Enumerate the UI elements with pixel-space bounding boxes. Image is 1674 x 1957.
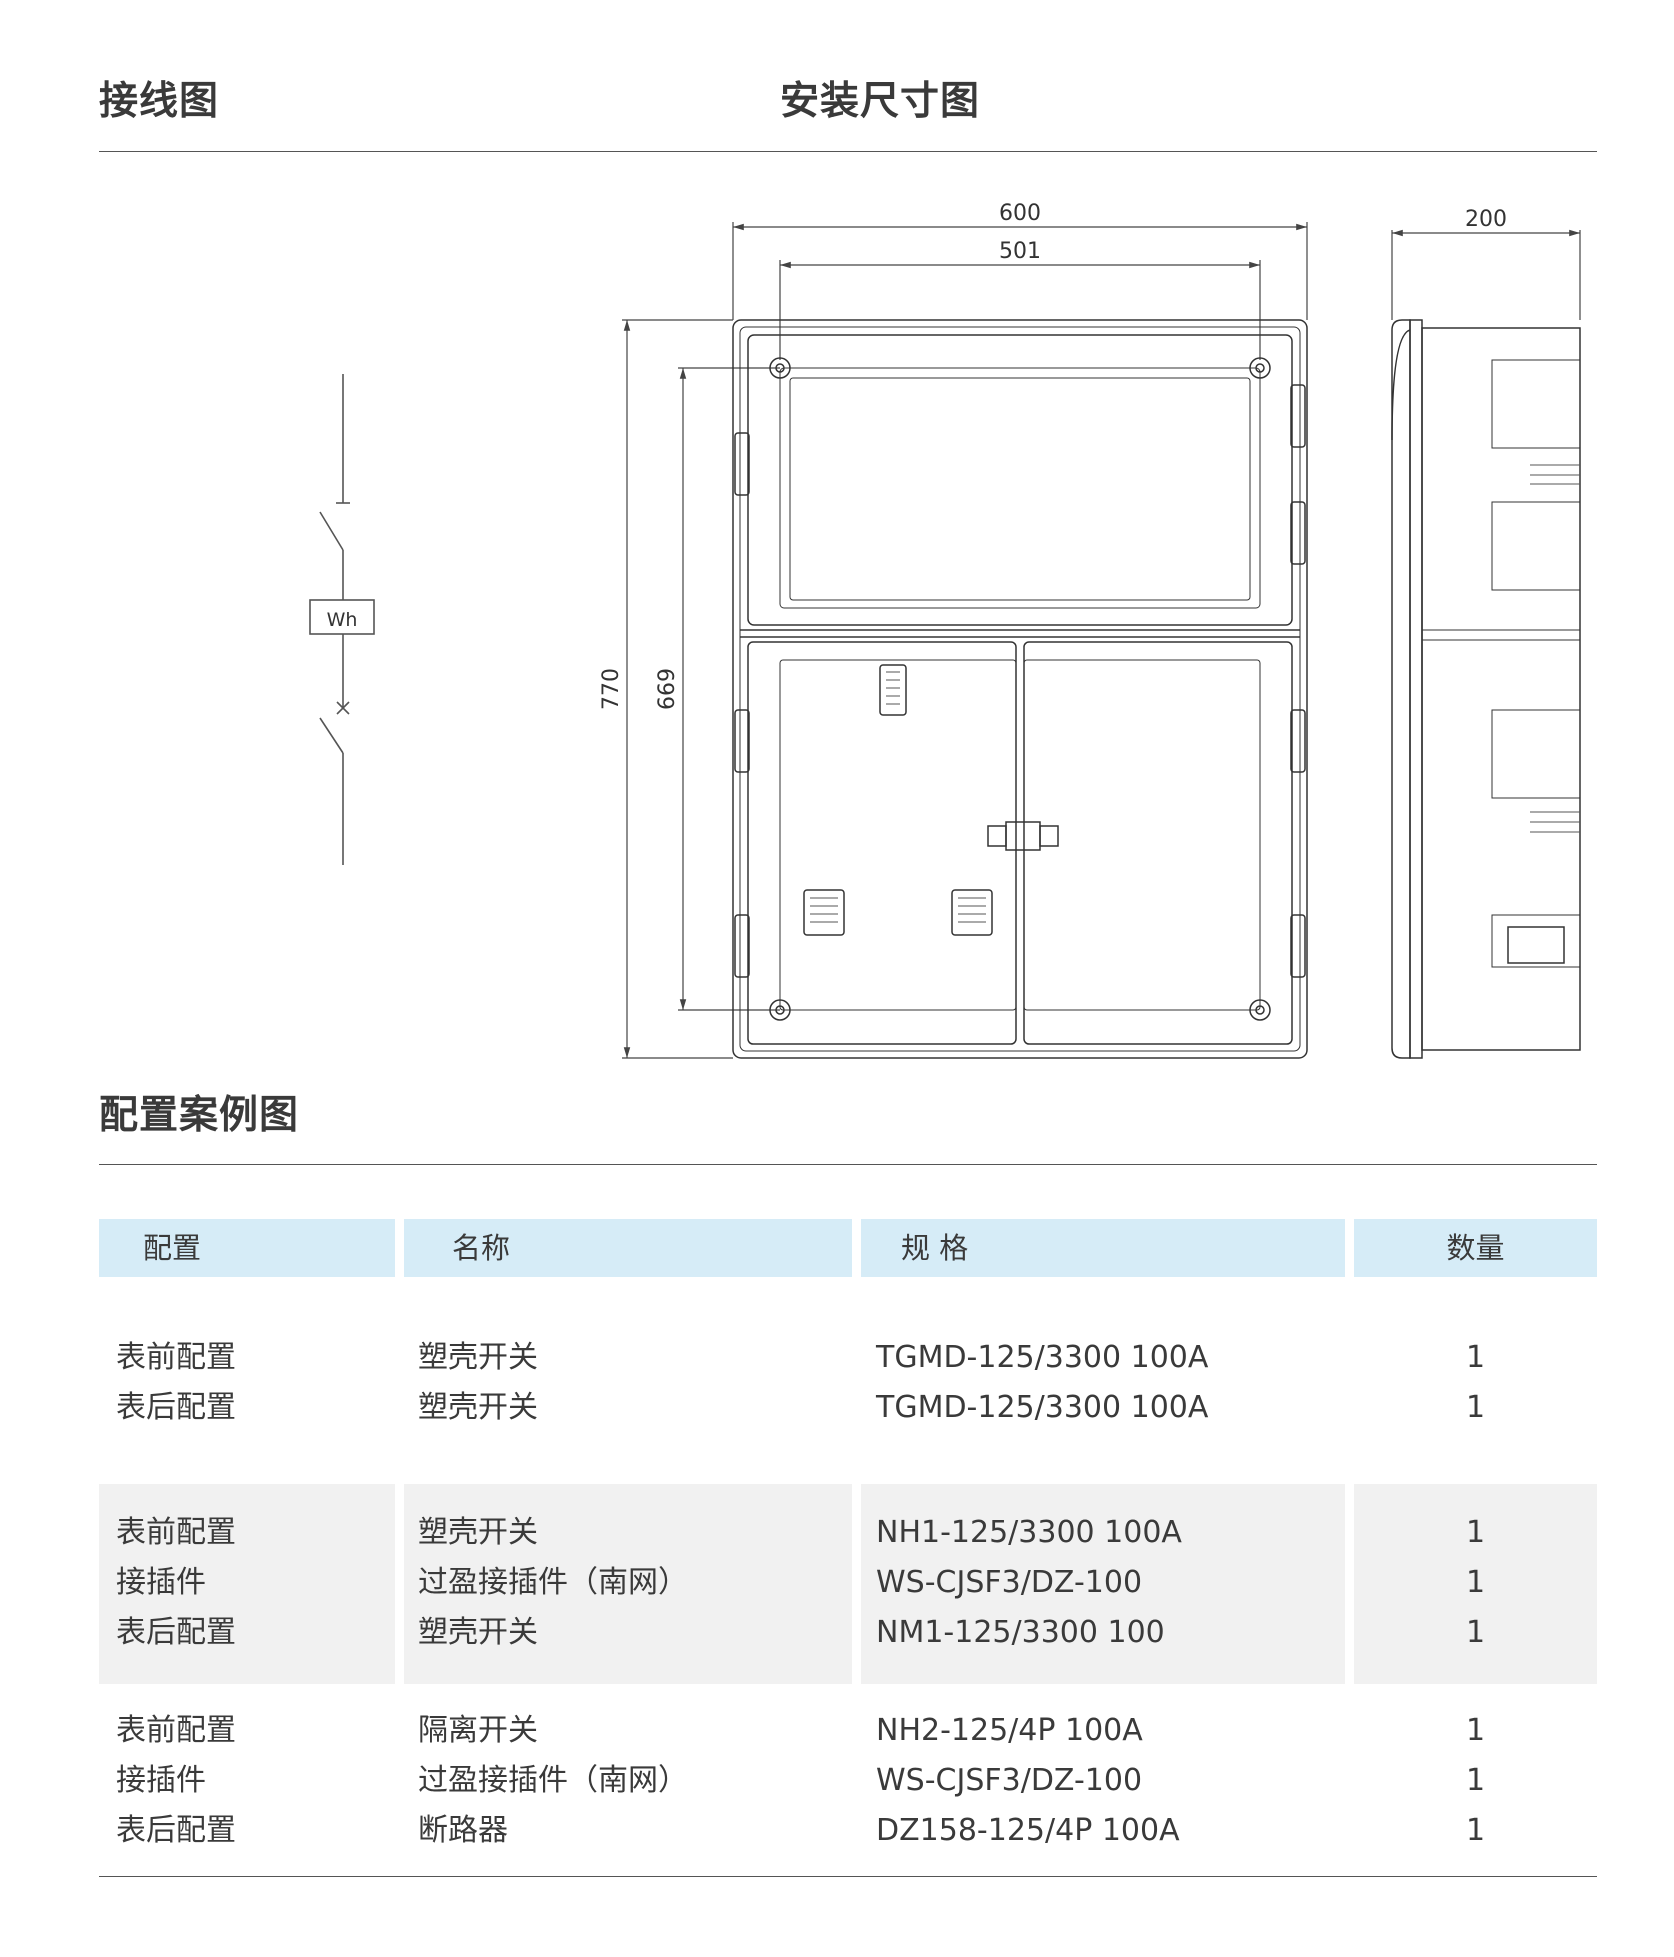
- table-header-qty: 数量: [1354, 1219, 1597, 1277]
- table-cell: 过盈接插件（南网）: [418, 1763, 688, 1798]
- table-cell: 塑壳开关: [418, 1515, 538, 1550]
- table-cell: 接插件: [116, 1763, 206, 1798]
- table-bottom-rule: [99, 1876, 1597, 1877]
- table-header-name: 名称: [404, 1219, 852, 1277]
- table-cell: 1: [1465, 1565, 1486, 1600]
- side-view: [1391, 319, 1581, 1059]
- section-title-install: 安装尺寸图: [780, 79, 981, 124]
- upper-window: [747, 334, 1293, 626]
- group-2-band-spec: [861, 1484, 1345, 1684]
- table-group-2-spec: NH1-125/3300 100A WS-CJSF3/DZ-100 NM1-12…: [876, 1508, 1182, 1658]
- table-group-1-qty: 1 1: [1354, 1333, 1597, 1433]
- table-group-3-spec: NH2-125/4P 100A WS-CJSF3/DZ-100 DZ158-12…: [876, 1706, 1180, 1856]
- table-header-config: 配置: [99, 1219, 395, 1277]
- dim-label-501: 501: [999, 239, 1041, 264]
- switch-blade-top: [319, 511, 344, 551]
- dim-label-200: 200: [1465, 207, 1507, 232]
- meter-box: [309, 599, 375, 635]
- dim-label-669: 669: [655, 668, 680, 710]
- table-cell: 表后配置: [116, 1615, 236, 1650]
- table-cell: 断路器: [418, 1813, 508, 1848]
- table-cell: 塑壳开关: [418, 1615, 538, 1650]
- table-cell: 塑壳开关: [418, 1340, 538, 1375]
- divider-config: [99, 1164, 1597, 1165]
- section-title-config: 配置案例图: [99, 1093, 300, 1138]
- table-group-1-spec: TGMD-125/3300 100A TGMD-125/3300 100A: [876, 1333, 1208, 1433]
- table-cell: WS-CJSF3/DZ-100: [876, 1763, 1143, 1798]
- table-cell: 接插件: [116, 1565, 206, 1600]
- dim-label-770: 770: [599, 668, 624, 710]
- table-cell: 1: [1465, 1713, 1486, 1748]
- table-cell: 1: [1465, 1813, 1486, 1848]
- lower-right-door: [1023, 641, 1293, 1045]
- table-cell: 表前配置: [116, 1713, 236, 1748]
- breaker-cross-b: [336, 701, 350, 715]
- table-group-3-qty: 1 1 1: [1354, 1706, 1597, 1856]
- table-group-3-name: 隔离开关 过盈接插件（南网） 断路器: [418, 1706, 688, 1856]
- group-2-band-name: [404, 1484, 852, 1684]
- switch-blade-bottom: [319, 717, 344, 754]
- lower-left-door: [747, 641, 1017, 1045]
- front-outer-frame: [732, 319, 1308, 1059]
- side-body: [1421, 327, 1581, 1051]
- group-2-band-qty: [1354, 1484, 1597, 1684]
- table-cell: DZ158-125/4P 100A: [876, 1813, 1180, 1848]
- table-cell: 1: [1465, 1515, 1486, 1550]
- table-cell: 表后配置: [116, 1390, 236, 1425]
- section-title-wiring: 接线图: [99, 79, 220, 124]
- front-view: [732, 319, 1308, 1059]
- table-cell: 1: [1465, 1615, 1486, 1650]
- table-cell: NH1-125/3300 100A: [876, 1515, 1182, 1550]
- table-cell: 隔离开关: [418, 1713, 538, 1748]
- table-cell: 塑壳开关: [418, 1390, 538, 1425]
- table-group-1-name: 塑壳开关 塑壳开关: [418, 1333, 538, 1433]
- table-cell: 表后配置: [116, 1813, 236, 1848]
- table-cell: 表前配置: [116, 1340, 236, 1375]
- table-cell: 过盈接插件（南网）: [418, 1565, 688, 1600]
- table-cell: 表前配置: [116, 1515, 236, 1550]
- table-group-2-qty: 1 1 1: [1354, 1508, 1597, 1658]
- wiring-diagram: Wh: [309, 374, 375, 865]
- table-group-1-config: 表前配置 表后配置: [116, 1333, 236, 1433]
- table-cell: 1: [1465, 1340, 1486, 1375]
- table-cell: 1: [1465, 1763, 1486, 1798]
- install-drawing: 600 501 770 669 200: [599, 201, 1581, 1059]
- table-cell: TGMD-125/3300 100A: [876, 1390, 1209, 1425]
- table-cell: TGMD-125/3300 100A: [876, 1340, 1209, 1375]
- table-group-3-config: 表前配置 接插件 表后配置: [116, 1706, 236, 1856]
- side-label-plate: [1507, 926, 1565, 964]
- divider-top: [99, 151, 1597, 152]
- dim-label-600: 600: [999, 201, 1041, 226]
- table-cell: NM1-125/3300 100: [876, 1615, 1165, 1650]
- table-cell: 1: [1465, 1390, 1486, 1425]
- meter-label: Wh: [327, 609, 358, 631]
- group-2-band-config: [99, 1484, 395, 1684]
- table-group-2-config: 表前配置 接插件 表后配置: [116, 1508, 236, 1658]
- table-cell: WS-CJSF3/DZ-100: [876, 1565, 1143, 1600]
- table-group-2-name: 塑壳开关 过盈接插件（南网） 塑壳开关: [418, 1508, 688, 1658]
- table-cell: NH2-125/4P 100A: [876, 1713, 1143, 1748]
- table-header-spec: 规 格: [861, 1219, 1345, 1277]
